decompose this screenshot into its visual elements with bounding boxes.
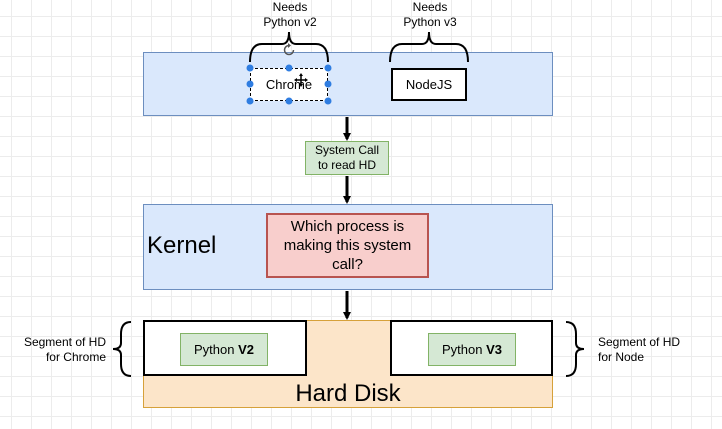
python-v2-version: V2 [238,342,254,357]
selection-handle-bottom-left[interactable] [246,97,254,105]
system-call-box: System Call to read HD [305,141,389,175]
brace-chrome-top [249,31,329,63]
brace-segment-chrome [112,321,132,377]
rotate-icon[interactable] [283,43,295,56]
which-process-question-box: Which process is making this system call… [266,213,429,278]
nodejs-process-box[interactable]: NodeJS [391,68,467,101]
python-v3-version: V3 [486,342,502,357]
selection-handle-bottom-right[interactable] [324,97,332,105]
python-v3-box: Python V3 [428,333,516,366]
brace-node-top [389,31,469,63]
selection-handle-top[interactable] [285,64,293,72]
move-cursor-icon [294,73,308,87]
needs-python-v3-label: Needs Python v3 [403,0,457,29]
segment-node-label: Segment of HD for Node [598,335,681,364]
python-v3-prefix: Python [442,342,487,357]
python-v2-prefix: Python [194,342,239,357]
kernel-label: Kernel [147,232,217,259]
selection-handle-bottom[interactable] [285,97,293,105]
brace-segment-node [565,321,585,377]
selection-handle-left[interactable] [246,80,254,88]
segment-chrome-label: Segment of HD for Chrome [23,335,106,364]
hard-disk-label: Hard Disk [295,380,401,407]
application-layer-box [143,52,553,116]
python-v2-box: Python V2 [180,333,268,366]
needs-python-v2-label: Needs Python v2 [263,0,317,29]
which-process-question-label: Which process is making this system call… [283,218,412,273]
selection-handle-top-left[interactable] [246,64,254,72]
selection-handle-right[interactable] [324,80,332,88]
system-call-label: System Call to read HD [314,143,379,172]
nodejs-process-label: NodeJS [405,77,453,92]
selection-handle-top-right[interactable] [324,64,332,72]
